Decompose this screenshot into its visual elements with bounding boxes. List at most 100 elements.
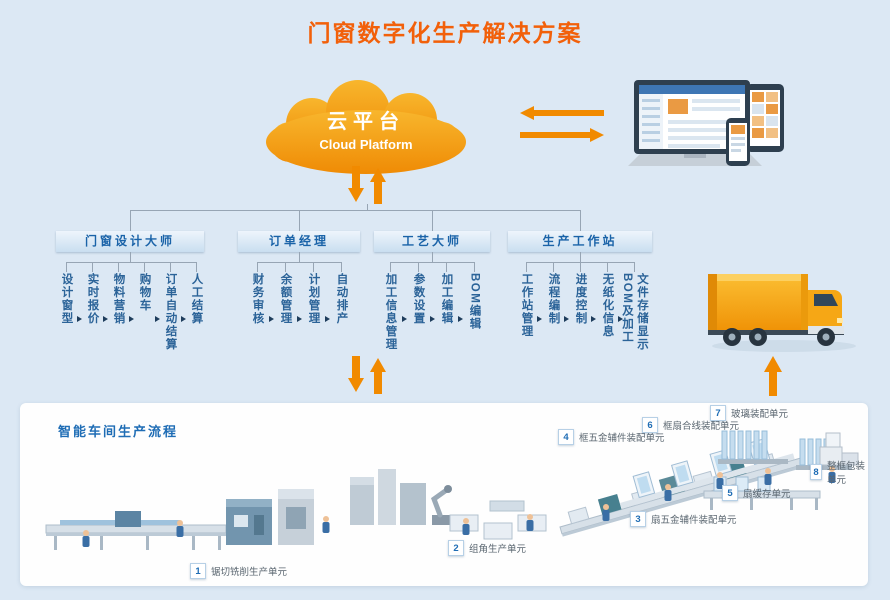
station-4: 4 框五金辅件装配单元 bbox=[558, 429, 665, 445]
station-2: 2 组角生产单元 bbox=[448, 540, 526, 556]
tree-leaf: 计划管理 bbox=[307, 273, 320, 325]
connector-line bbox=[634, 262, 635, 272]
station-label: 玻璃装配单元 bbox=[731, 409, 789, 420]
connector-line bbox=[390, 262, 391, 272]
tree-leaf: 实时报价 bbox=[86, 273, 99, 325]
tree-leaf: 文件存储显示 BOM及加工 bbox=[621, 273, 648, 351]
packing-illustration bbox=[819, 432, 859, 466]
tree-leaf: 财务审核 bbox=[251, 273, 264, 325]
station-7: 7 玻璃装配单元 bbox=[710, 405, 788, 421]
station-1: 1 锯切铣削生产单元 bbox=[190, 563, 287, 579]
station-5: 5 扇缓存单元 bbox=[722, 485, 791, 501]
phone-icon bbox=[726, 118, 750, 166]
arrow-right-icon bbox=[520, 128, 604, 142]
connector-line bbox=[313, 262, 314, 272]
workshop-title: 智能车间生产流程 bbox=[58, 424, 179, 439]
connector-line bbox=[580, 262, 581, 272]
step-arrow-icon bbox=[269, 316, 274, 322]
tree-leaf: 物料营销 bbox=[112, 273, 125, 325]
arrow-up-icon bbox=[370, 168, 386, 204]
station-number: 3 bbox=[630, 511, 646, 527]
connector-line bbox=[118, 262, 119, 272]
cloud-label-cn: 云平台 bbox=[327, 110, 405, 133]
station-3: 3 扇五金辅件装配单元 bbox=[630, 511, 737, 527]
arrow-left-icon bbox=[520, 106, 604, 120]
connector-line bbox=[446, 262, 447, 272]
connector-line bbox=[432, 252, 433, 262]
connector-line bbox=[66, 262, 196, 263]
workers-illustration bbox=[82, 466, 836, 547]
workshop-panel: 智能车间生产流程 1 锯切铣削生产单元 2 组角生产单元 3 扇五金辅件装配单元… bbox=[20, 403, 868, 586]
connector-line bbox=[130, 210, 580, 211]
workshop-scene-illustration bbox=[45, 430, 859, 550]
connector-line bbox=[432, 210, 433, 231]
station-number: 2 bbox=[448, 540, 464, 556]
connector-line bbox=[580, 252, 581, 262]
station-number: 6 bbox=[642, 417, 658, 433]
connector-line bbox=[367, 204, 368, 210]
station-label: 锯切铣削生产单元 bbox=[211, 567, 288, 578]
station-number: 7 bbox=[710, 405, 726, 421]
connector-line bbox=[299, 210, 300, 231]
station-number: 5 bbox=[722, 485, 738, 501]
connector-line bbox=[526, 262, 527, 272]
connector-line bbox=[390, 262, 474, 263]
tree-leaf: 参数设置 bbox=[412, 273, 425, 325]
connector-line bbox=[130, 210, 131, 231]
arrow-up-icon bbox=[764, 356, 782, 396]
delivery-truck-icon bbox=[708, 274, 856, 352]
tree-leaf: 无纸化信息 bbox=[601, 273, 614, 338]
arrow-up-icon bbox=[370, 358, 386, 394]
tree-leaf: 加工编辑 bbox=[440, 273, 453, 325]
tree-leaf: 工作站管理 bbox=[520, 273, 533, 338]
station-label: 框扇合线装配单元 bbox=[663, 421, 740, 432]
arrow-down-icon bbox=[348, 166, 364, 202]
station-8: 8 整框包装单元 bbox=[810, 458, 868, 486]
tablet-icon bbox=[746, 84, 784, 152]
tree-leaf: 余额管理 bbox=[279, 273, 292, 325]
step-arrow-icon bbox=[537, 316, 542, 322]
branch-header-design-master: 门窗设计大师 bbox=[56, 231, 204, 252]
step-arrow-icon bbox=[458, 316, 463, 322]
cloud-label: 云平台 Cloud Platform bbox=[260, 80, 472, 176]
tree-leaf: 流程编制 bbox=[547, 273, 560, 325]
station-number: 8 bbox=[810, 464, 823, 480]
step-arrow-icon bbox=[430, 316, 435, 322]
branch-header-order-manager: 订单经理 bbox=[238, 231, 360, 252]
connector-line bbox=[130, 252, 131, 262]
step-arrow-icon bbox=[564, 316, 569, 322]
station-label: 组角生产单元 bbox=[469, 544, 527, 555]
step-arrow-icon bbox=[103, 316, 108, 322]
connector-line bbox=[66, 262, 67, 272]
step-arrow-icon bbox=[181, 316, 186, 322]
tree-leaf: 购物车 bbox=[138, 273, 151, 312]
connector-line bbox=[285, 262, 286, 272]
step-arrow-icon bbox=[155, 316, 160, 322]
saw-milling-line-illustration bbox=[45, 489, 314, 550]
connector-line bbox=[196, 262, 197, 272]
tree-leaf: 订单自动结算 bbox=[164, 273, 177, 351]
connector-line bbox=[257, 262, 258, 272]
station-number: 4 bbox=[558, 429, 574, 445]
branch-header-process-master: 工艺大师 bbox=[374, 231, 490, 252]
page-title: 门窗数字化生产解决方案 bbox=[307, 20, 583, 46]
machining-center-illustration bbox=[350, 469, 452, 525]
station-number: 1 bbox=[190, 563, 206, 579]
connector-line bbox=[553, 262, 554, 272]
tree-leaf: 自动排产 bbox=[335, 273, 348, 325]
connector-line bbox=[144, 262, 145, 272]
connector-line bbox=[418, 262, 419, 272]
cloud-icon bbox=[266, 80, 466, 174]
tree-leaf: BOM编辑 bbox=[468, 273, 481, 331]
step-arrow-icon bbox=[297, 316, 302, 322]
station-label: 框五金辅件装配单元 bbox=[579, 433, 665, 444]
connector-line bbox=[257, 262, 341, 263]
step-arrow-icon bbox=[325, 316, 330, 322]
connector-line bbox=[92, 262, 93, 272]
step-arrow-icon bbox=[129, 316, 134, 322]
connector-line bbox=[580, 210, 581, 231]
step-arrow-icon bbox=[77, 316, 82, 322]
station-label: 整框包装单元 bbox=[827, 461, 866, 486]
tree-leaf: 进度控制 bbox=[574, 273, 587, 325]
tree-leaf: 人工结算 bbox=[190, 273, 203, 325]
